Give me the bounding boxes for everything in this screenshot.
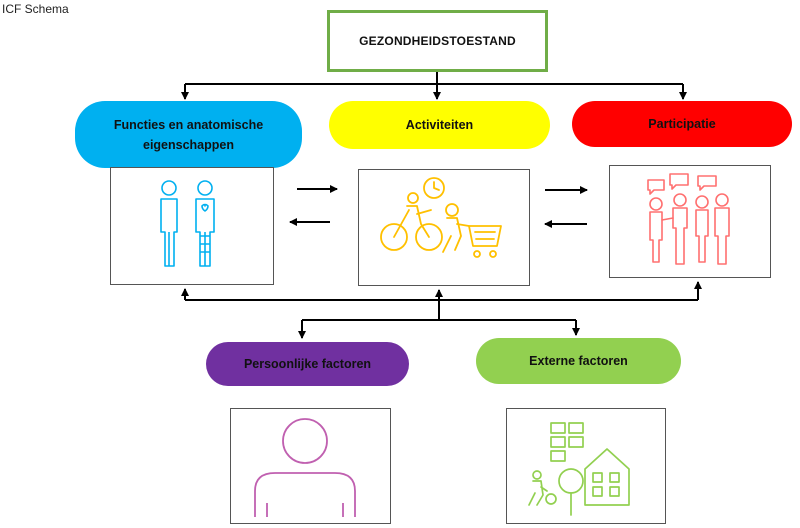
functies-label: Functies en anatomische eigenschappen — [113, 117, 264, 152]
health-condition-label: GEZONDHEIDSTOESTAND — [359, 34, 516, 48]
conversation-group-icon — [647, 173, 730, 265]
persoon-label: Persoonlijke factoren — [243, 357, 372, 371]
extern-card — [506, 408, 666, 524]
functies-pill: Functies en anatomische eigenschappen — [75, 101, 302, 168]
participatie-label: Participatie — [648, 117, 716, 131]
health-condition-box: GEZONDHEIDSTOESTAND — [327, 10, 548, 72]
persoon-pill: Persoonlijke factoren — [206, 342, 409, 386]
diagram-caption: ICF Schema — [2, 2, 69, 16]
activiteiten-pill: Activiteiten — [329, 101, 550, 149]
activiteiten-card — [358, 169, 530, 286]
people-body-icon — [160, 180, 215, 267]
participatie-pill: Participatie — [572, 101, 792, 147]
persoon-card — [230, 408, 391, 524]
activiteiten-label: Activiteiten — [405, 118, 474, 132]
environment-icon — [528, 422, 630, 516]
extern-pill: Externe factoren — [476, 338, 681, 384]
person-bust-icon — [254, 418, 356, 517]
functies-card — [110, 167, 274, 285]
activities-icon — [380, 177, 502, 258]
participatie-card — [609, 165, 771, 278]
extern-label: Externe factoren — [529, 354, 628, 368]
